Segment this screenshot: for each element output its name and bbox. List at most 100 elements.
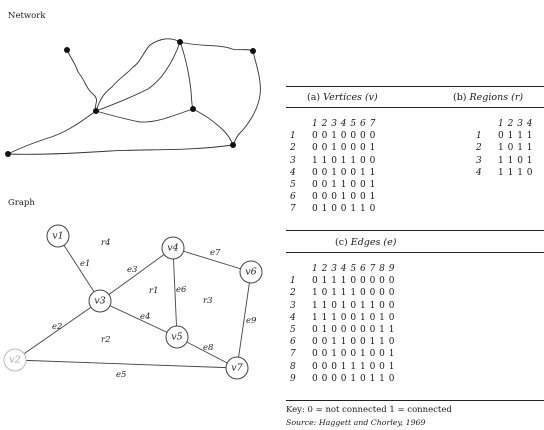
matrix-cell: 0 — [321, 143, 328, 154]
matrix-cell: 1 — [517, 143, 523, 154]
matrix-cell: 1 — [379, 324, 385, 335]
network-node — [93, 108, 99, 114]
matrix-cell: 1 — [359, 349, 366, 360]
regions-table-letter: (b) — [453, 92, 467, 103]
network-node — [177, 39, 183, 45]
edge-label-e2: e2 — [52, 322, 62, 332]
graph-vertex-v2 — [3, 348, 27, 372]
matrix-cell: 0 — [359, 155, 366, 166]
matrix-cell: 0 — [359, 131, 366, 142]
matrix-cell: 0 — [340, 143, 347, 154]
graph-edge-e2 — [14, 300, 101, 361]
graph-drawing: v1 v2 v3 v4 v5 v6 v7 e1 e2 e3 e4 e5 e6 e… — [3, 224, 263, 380]
row-number: 4 — [290, 167, 296, 178]
row-number: 2 — [476, 143, 482, 154]
edge-label-e7: e7 — [210, 248, 221, 258]
matrix-cell: 0 — [312, 179, 318, 190]
matrix-cell: 0 — [321, 131, 328, 142]
graph-edge-e6 — [172, 247, 178, 338]
matrix-cell: 1 — [359, 361, 366, 372]
column-number: 2 — [321, 264, 328, 274]
matrix-cell: 0 — [350, 143, 357, 154]
column-number: 3 — [331, 119, 337, 129]
graph-vertex-v4 — [161, 236, 185, 260]
matrix-cell: 1 — [369, 179, 376, 190]
row-number: 7 — [290, 349, 296, 360]
row-number: 1 — [290, 276, 296, 287]
matrix-cell: 1 — [379, 373, 385, 384]
matrix-cell: 0 — [331, 155, 337, 166]
matrix-cell: 1 — [331, 337, 337, 348]
matrix-cell: 1 — [388, 324, 395, 335]
matrix-cell: 0 — [331, 204, 337, 215]
network-node — [230, 142, 236, 148]
row-number: 2 — [290, 143, 296, 154]
matrix-cell: 0 — [321, 179, 328, 190]
network-node — [190, 106, 196, 112]
rule-under-titles — [286, 107, 544, 108]
column-number: 4 — [340, 264, 347, 274]
matrix-cell: 1 — [369, 143, 376, 154]
network-path — [66, 49, 97, 112]
matrix-cell: 0 — [359, 373, 366, 384]
matrix-cell: 1 — [321, 300, 328, 311]
graph-vertex-v1 — [46, 224, 70, 248]
row-number: 1 — [476, 131, 482, 142]
matrix-cell: 0 — [379, 288, 385, 299]
matrix-cell: 0 — [340, 312, 347, 323]
matrix-cell: 0 — [312, 204, 318, 215]
matrix-cell: 0 — [388, 337, 395, 348]
graph-vertex-v7 — [225, 356, 249, 380]
matrix-cell: 0 — [312, 373, 318, 384]
graph-vertex-v5 — [165, 325, 189, 349]
network-path — [7, 144, 234, 155]
rule-top — [286, 86, 544, 87]
column-number: 6 — [359, 119, 366, 129]
matrix-cell: 1 — [388, 349, 395, 360]
matrix-cell: 1 — [359, 167, 366, 178]
column-number: 8 — [379, 264, 385, 274]
matrix-cell: 0 — [379, 361, 385, 372]
matrix-cell: 0 — [312, 337, 318, 348]
matrix-cell: 0 — [369, 131, 376, 142]
network-path — [179, 41, 254, 52]
vertex-label-v4: v4 — [167, 243, 178, 254]
row-number: 8 — [290, 361, 296, 372]
matrix-cell: 1 — [369, 192, 376, 203]
matrix-cell: 0 — [350, 300, 357, 311]
row-number: 2 — [290, 288, 296, 299]
edges-table-letter: (c) — [335, 237, 348, 248]
graph-vertex-v6 — [239, 260, 263, 284]
column-number: 5 — [350, 264, 357, 274]
region-label-r2: r2 — [101, 335, 110, 345]
column-number: 1 — [312, 264, 318, 274]
matrix-cell: 1 — [312, 312, 318, 323]
matrix-cell: 1 — [507, 167, 514, 178]
matrix-cell: 0 — [321, 373, 328, 384]
row-number: 3 — [476, 155, 482, 166]
matrix-cell: 1 — [369, 300, 376, 311]
matrix-cell: 1 — [379, 312, 385, 323]
matrix-cell: 0 — [321, 349, 328, 360]
column-number: 4 — [526, 119, 533, 129]
vertex-label-v2: v2 — [9, 355, 20, 366]
network-path — [7, 110, 97, 155]
graph-edge-e1 — [57, 235, 101, 302]
matrix-cell: 0 — [350, 337, 357, 348]
matrix-cell: 0 — [369, 288, 376, 299]
matrix-cell: 1 — [340, 288, 347, 299]
matrix-cell: 0 — [340, 349, 347, 360]
